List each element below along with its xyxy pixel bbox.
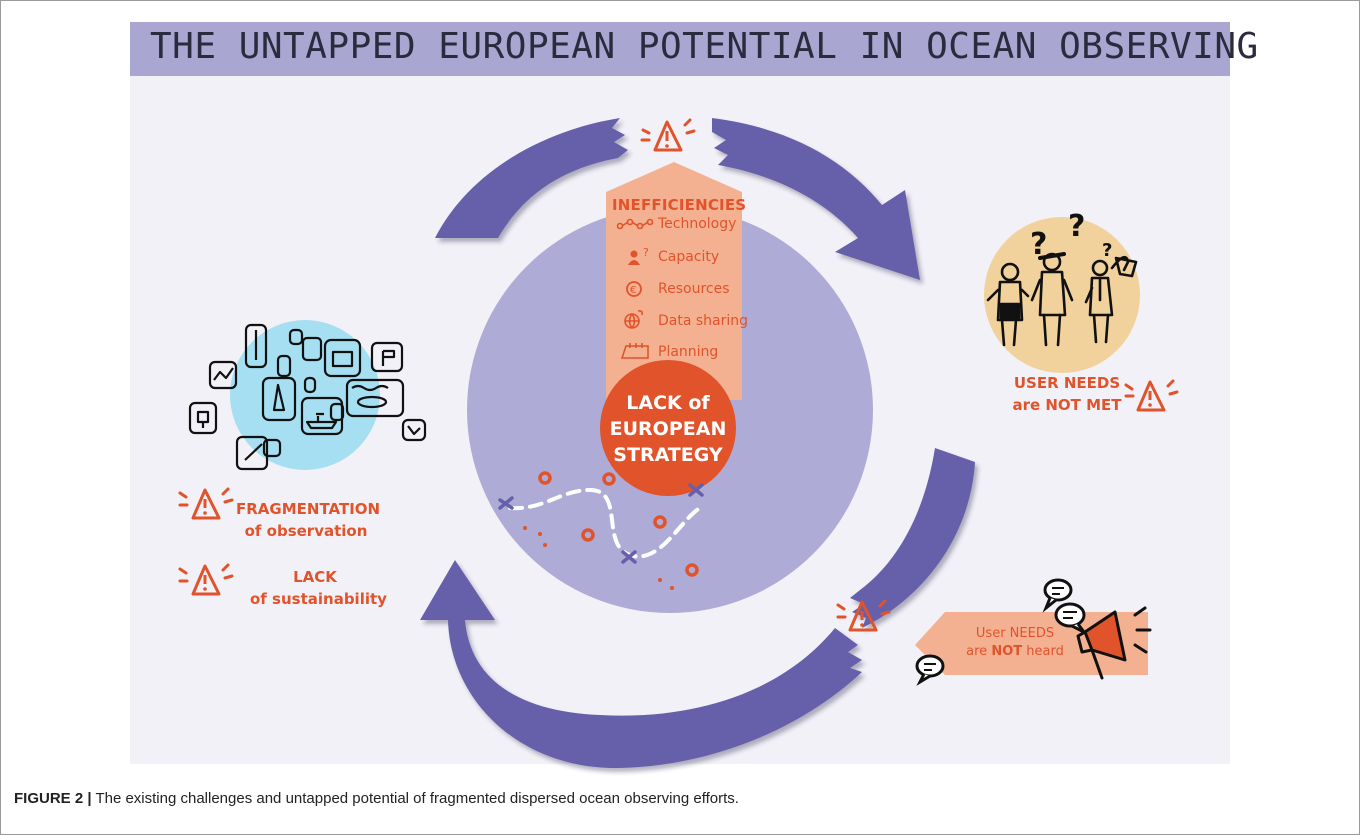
cycle-arrow-bottom xyxy=(420,560,862,769)
center-line-2: EUROPEAN xyxy=(609,418,727,440)
not-heard-line-1: User NEEDS xyxy=(975,626,1055,641)
user-needs-title: USER NEEDS xyxy=(1013,374,1121,392)
svg-text:?: ? xyxy=(643,246,649,259)
ineff-technology: Technology xyxy=(658,216,737,232)
svg-text:?: ? xyxy=(1068,209,1085,244)
warning-icon xyxy=(178,563,234,596)
speech-bubble-icon xyxy=(1054,602,1086,634)
route-marker-dots xyxy=(523,526,674,590)
svg-text:?: ? xyxy=(1102,240,1112,261)
ineff-capacity: Capacity xyxy=(658,249,720,265)
route-marker-circles xyxy=(538,471,699,577)
ineff-data-sharing: Data sharing xyxy=(658,313,749,329)
euro-icon: € xyxy=(626,281,642,297)
svg-text:?: ? xyxy=(1030,227,1047,262)
route-marker-crosses xyxy=(498,483,704,564)
center-line-3: STRATEGY xyxy=(613,444,723,466)
fragmentation-circle xyxy=(230,320,380,470)
warning-icon xyxy=(640,118,696,152)
center-strategy-text: LACK of EUROPEAN STRATEGY xyxy=(598,390,738,468)
svg-text:€: € xyxy=(630,285,636,296)
megaphone-icon xyxy=(1076,606,1152,680)
cycle-arrow-right xyxy=(850,448,975,628)
fragmentation-subtitle: of observation xyxy=(244,522,368,540)
fragmentation-title: FRAGMENTATION xyxy=(236,500,381,518)
caption-label: FIGURE 2 | xyxy=(14,790,92,807)
title-band xyxy=(130,22,1230,76)
not-heard-bold: NOT xyxy=(991,644,1023,659)
warning-icon xyxy=(1124,379,1179,412)
figure-caption: FIGURE 2 | The existing challenges and u… xyxy=(14,790,739,807)
speech-bubble-icon xyxy=(1042,578,1073,613)
warning-icon xyxy=(178,487,234,520)
center-line-1: LACK of xyxy=(626,392,710,414)
cycle-arrow-top-left xyxy=(435,118,628,238)
warning-icon xyxy=(836,599,891,632)
question-marks: ? ? ? xyxy=(1030,209,1112,262)
ineff-resources: Resources xyxy=(658,281,730,297)
inefficiencies-panel xyxy=(606,162,742,400)
not-heard-text: User NEEDS are NOT heard xyxy=(960,625,1070,661)
network-icon xyxy=(616,218,654,230)
diagram-title: THE UNTAPPED EUROPEAN POTENTIAL IN OCEAN… xyxy=(150,26,1259,67)
strategy-circle xyxy=(600,360,736,496)
not-heard-pre: are xyxy=(966,644,992,659)
ocean-instruments-icons xyxy=(188,323,427,471)
cycle-arrow-top-right xyxy=(712,118,920,280)
caption-text: The existing challenges and untapped pot… xyxy=(91,790,739,807)
ineff-planning: Planning xyxy=(658,344,719,360)
speech-bubble-icon xyxy=(915,654,945,686)
calendar-icon xyxy=(620,343,649,359)
lack-title: LACK xyxy=(293,568,337,586)
user-needs-circle xyxy=(984,217,1140,373)
not-heard-post: heard xyxy=(1022,644,1064,659)
not-heard-line-2: are NOT heard xyxy=(960,643,1070,661)
dashed-route xyxy=(508,487,702,559)
user-needs-subtitle: are NOT MET xyxy=(1012,396,1122,414)
lack-subtitle: of sustainability xyxy=(250,590,387,608)
confused-users-icons xyxy=(986,252,1138,347)
person-question-icon: ? xyxy=(628,246,649,265)
globe-icon xyxy=(624,310,643,329)
inefficiencies-heading: INEFFICIENCIES xyxy=(612,196,747,214)
